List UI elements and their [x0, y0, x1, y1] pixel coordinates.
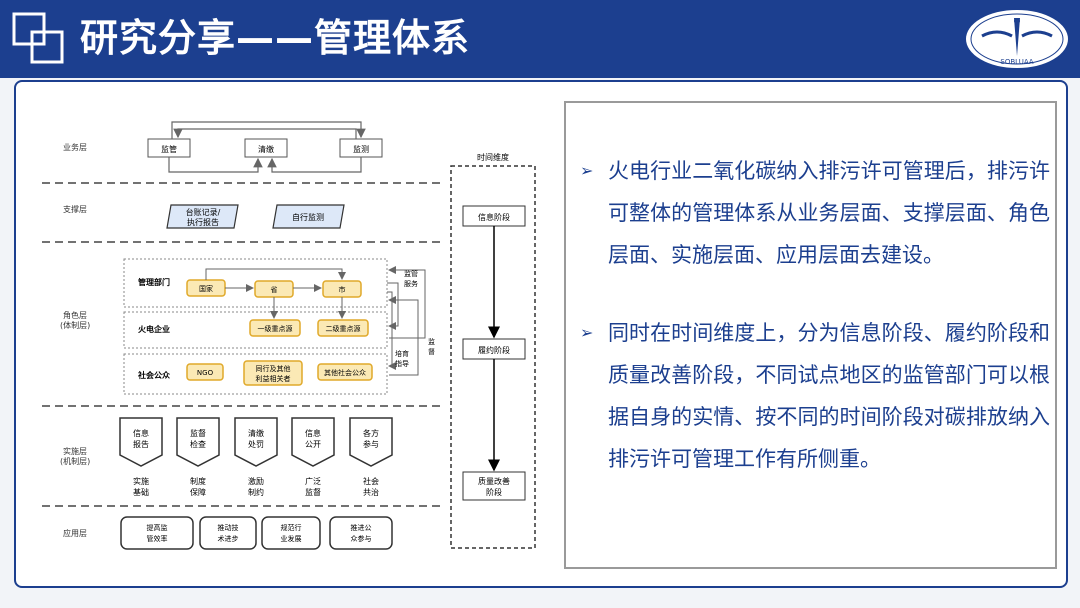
implement-item-4: 信息 公开 广泛 监督	[291, 417, 335, 497]
header-bar: 研究分享——管理体系 SOBLUAA	[0, 0, 1080, 78]
management-box-nation: 国家	[199, 284, 213, 293]
university-logo-icon: SOBLUAA	[964, 8, 1070, 70]
power-box-level1: 一级重点源	[258, 324, 293, 333]
svg-text:监督: 监督	[305, 487, 321, 497]
svg-text:激励: 激励	[248, 476, 264, 486]
application-layer: 提高监 管效率 推动技 术进步 规范行 业发展 推进公 众参与	[120, 516, 393, 550]
management-box-city: 市	[339, 285, 346, 294]
layer-label-implement: 实施层	[63, 446, 87, 456]
svg-text:制约: 制约	[248, 487, 264, 497]
implement-item-2: 监督 检查 制度 保障	[176, 417, 220, 497]
svg-text:各方: 各方	[363, 428, 379, 438]
support-box-ledger-line1: 台账记录/	[186, 207, 221, 217]
side-label-train: 培育	[395, 349, 409, 358]
arrow-bullet-icon: ➢	[580, 323, 594, 342]
application-box-1-line1: 提高监	[147, 523, 168, 532]
role-layer: 管理部门 火电企业 社会公众 国家 省 市 一级重点源 二级重点源 NGO 同行…	[123, 258, 435, 395]
business-flow: 监管 清缴 监测	[147, 121, 383, 173]
svg-text:清缴: 清缴	[248, 428, 264, 438]
role-group-power: 火电企业	[138, 324, 170, 334]
management-system-diagram: 业务层 支撑层 角色层 (体制层) 实施层 (机制层) 应用层 监管 清缴 监测…	[42, 121, 536, 550]
summary-textbox	[564, 101, 1057, 569]
svg-text:报告: 报告	[133, 439, 149, 449]
svg-text:信息: 信息	[305, 428, 321, 438]
implement-item-5: 各方 参与 社会 共治	[349, 417, 393, 497]
public-box-peers-line1: 同行及其他	[256, 364, 291, 373]
support-box-ledger-line2: 执行报告	[187, 217, 219, 227]
svg-text:制度: 制度	[190, 476, 206, 486]
svg-text:处罚: 处罚	[248, 439, 264, 449]
side-label-guide: 指导	[395, 359, 409, 368]
side-label-monitor1: 监	[428, 337, 435, 346]
svg-text:实施: 实施	[133, 476, 149, 486]
svg-text:信息: 信息	[133, 428, 149, 438]
bullet-item: ➢ 火电行业二氧化碳纳入排污许可管理后，排污许可整体的管理体系从业务层面、支撑层…	[580, 150, 1050, 276]
business-box-clear: 清缴	[258, 144, 274, 154]
svg-text:共治: 共治	[363, 487, 379, 497]
management-box-province: 省	[271, 285, 278, 294]
implement-item-1: 信息 报告 实施 基础	[119, 417, 163, 497]
svg-text:监督: 监督	[190, 428, 206, 438]
time-dimension: 时间维度 信息阶段 履约阶段 质量改善 阶段	[450, 152, 536, 549]
side-label-service: 服务	[404, 279, 418, 288]
application-box-2-line1: 推动技	[218, 523, 239, 532]
side-label-monitor2: 督	[428, 347, 435, 356]
time-stage-quality-line1: 质量改善	[478, 476, 510, 486]
time-stage-info: 信息阶段	[478, 212, 510, 222]
support-box-self-monitor: 自行监测	[292, 212, 324, 222]
application-box-4-line1: 推进公	[351, 523, 372, 532]
svg-text:公开: 公开	[305, 440, 321, 449]
svg-text:保障: 保障	[190, 487, 206, 497]
public-box-peers-line2: 利益相关者	[256, 374, 291, 383]
application-box-3-line2: 业发展	[281, 534, 302, 543]
side-label-supervise: 监管	[404, 269, 418, 278]
layer-label-business: 业务层	[63, 142, 87, 152]
public-box-others: 其他社会公众	[324, 368, 366, 377]
svg-text:检查: 检查	[190, 439, 206, 449]
application-box-1-line2: 管效率	[147, 534, 168, 543]
arrow-bullet-icon: ➢	[580, 161, 594, 180]
squares-icon	[12, 12, 64, 64]
business-box-monitor: 监测	[353, 144, 369, 154]
power-box-level2: 二级重点源	[326, 324, 361, 333]
time-stage-compliance: 履约阶段	[478, 345, 510, 355]
svg-text:广泛: 广泛	[305, 476, 321, 486]
bullet-item: ➢ 同时在时间维度上，分为信息阶段、履约阶段和质量改善阶段，不同试点地区的监管部…	[580, 312, 1050, 480]
layer-label-implement-sub: (机制层)	[60, 456, 90, 466]
svg-text:基础: 基础	[133, 487, 149, 497]
layer-label-application: 应用层	[63, 528, 87, 538]
bullet-text: 火电行业二氧化碳纳入排污许可管理后，排污许可整体的管理体系从业务层面、支撑层面、…	[608, 159, 1050, 267]
svg-text:参与: 参与	[363, 439, 379, 449]
role-group-management: 管理部门	[138, 277, 170, 287]
implement-layer: 信息 报告 实施 基础 监督 检查 制度 保障 清缴 处罚 激励 制约 信息 公…	[119, 417, 393, 497]
time-label: 时间维度	[477, 152, 509, 162]
page-title: 研究分享——管理体系	[80, 16, 471, 60]
support-boxes: 台账记录/ 执行报告 自行监测	[166, 204, 345, 229]
bullet-text: 同时在时间维度上，分为信息阶段、履约阶段和质量改善阶段，不同试点地区的监管部门可…	[608, 321, 1050, 471]
application-box-3-line1: 规范行	[281, 523, 302, 532]
public-box-ngo: NGO	[197, 369, 214, 377]
layer-separators	[42, 182, 440, 507]
business-box-supervise: 监管	[161, 144, 177, 154]
application-box-2-line2: 术进步	[218, 534, 239, 543]
layer-label-support: 支撑层	[63, 204, 87, 214]
role-group-public: 社会公众	[137, 370, 171, 380]
application-box-4-line2: 众参与	[351, 534, 372, 543]
svg-text:社会: 社会	[363, 476, 379, 486]
layer-label-role-sub: (体制层)	[60, 320, 90, 330]
implement-item-3: 清缴 处罚 激励 制约	[234, 417, 278, 497]
time-stage-quality-line2: 阶段	[486, 487, 502, 497]
layer-label-role: 角色层	[63, 310, 87, 320]
logo-text: SOBLUAA	[1000, 58, 1033, 66]
